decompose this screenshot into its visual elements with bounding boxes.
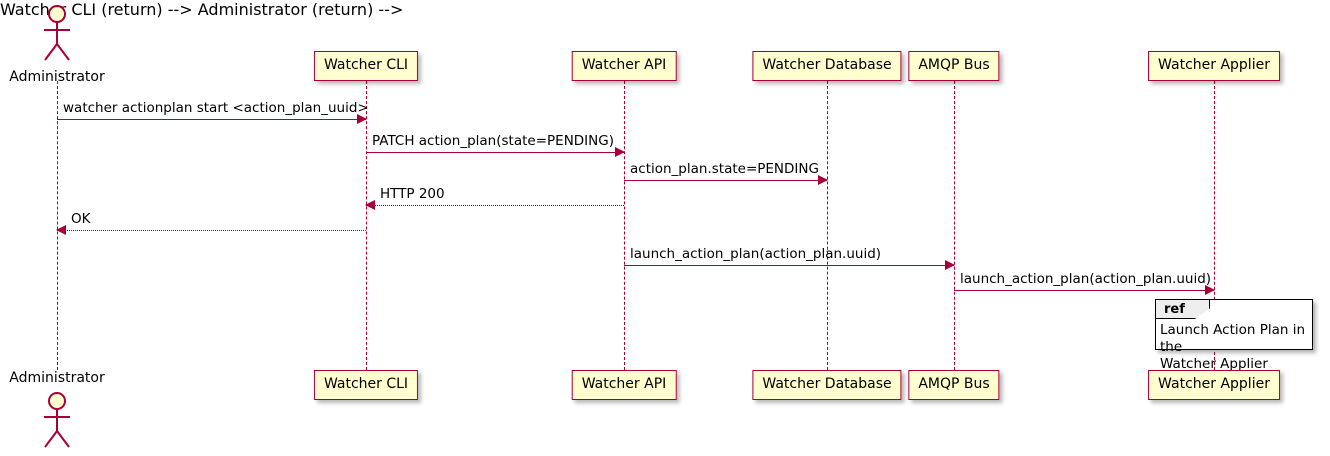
message-label: launch_action_plan(action_plan.uuid) bbox=[960, 271, 1212, 287]
lifeline-watcher-database bbox=[827, 81, 828, 370]
arrowhead-right-icon bbox=[945, 260, 955, 270]
actor-icon bbox=[44, 392, 70, 448]
participant-watcher-database-bottom[interactable]: Watcher Database bbox=[752, 370, 902, 400]
lifeline-watcher-applier bbox=[1214, 81, 1215, 370]
participant-watcher-api-bottom[interactable]: Watcher API bbox=[571, 370, 677, 400]
message-line bbox=[624, 180, 827, 181]
participant-watcher-cli-bottom[interactable]: Watcher CLI bbox=[313, 370, 419, 400]
ref-fragment-text-line-2: Watcher Applier bbox=[1160, 356, 1268, 372]
message-line bbox=[57, 230, 366, 231]
lifeline-amqp-bus bbox=[954, 81, 955, 370]
actor-icon bbox=[44, 5, 70, 61]
participant-watcher-cli-top[interactable]: Watcher CLI bbox=[313, 51, 419, 81]
ref-fragment-keyword: ref bbox=[1156, 300, 1210, 319]
actor-label-administrator-top: Administrator bbox=[9, 69, 105, 85]
lifeline-watcher-api bbox=[624, 81, 625, 370]
message-label: watcher actionplan start <action_plan_uu… bbox=[63, 100, 369, 116]
participant-watcher-api-top[interactable]: Watcher API bbox=[571, 51, 677, 81]
arrowhead-right-icon bbox=[1205, 285, 1215, 295]
message-label: launch_action_plan(action_plan.uuid) bbox=[630, 246, 882, 262]
message-label: action_plan.state=PENDING bbox=[630, 161, 819, 177]
arrowhead-right-icon bbox=[818, 175, 828, 185]
message-label: HTTP 200 bbox=[380, 186, 445, 202]
arrowhead-right-icon bbox=[615, 147, 625, 157]
actor-label-administrator-bottom: Administrator bbox=[9, 370, 105, 386]
message-label: OK bbox=[71, 211, 91, 227]
participant-watcher-applier-bottom[interactable]: Watcher Applier bbox=[1148, 370, 1280, 400]
message-line bbox=[624, 265, 954, 266]
arrowhead-right-icon bbox=[357, 114, 367, 124]
ref-fragment[interactable]: ref Launch Action Plan in the Watcher Ap… bbox=[1155, 299, 1313, 372]
actor-administrator-top bbox=[27, 2, 87, 64]
participant-watcher-applier-top[interactable]: Watcher Applier bbox=[1148, 51, 1280, 81]
message-line bbox=[366, 205, 624, 206]
ref-fragment-text: Launch Action Plan in the Watcher Applie… bbox=[1160, 322, 1308, 373]
message-line bbox=[954, 290, 1214, 291]
arrowhead-left-icon bbox=[56, 225, 66, 235]
message-line bbox=[366, 152, 624, 153]
message-label: PATCH action_plan(state=PENDING) bbox=[372, 133, 614, 149]
arrowhead-left-icon bbox=[365, 200, 375, 210]
lifeline-watcher-cli bbox=[366, 81, 367, 370]
participant-amqp-bus-top[interactable]: AMQP Bus bbox=[908, 51, 1000, 81]
ref-fragment-text-line-1: Launch Action Plan in the bbox=[1160, 322, 1306, 355]
participant-amqp-bus-bottom[interactable]: AMQP Bus bbox=[908, 370, 1000, 400]
actor-administrator-bottom bbox=[27, 389, 87, 451]
message-line bbox=[57, 119, 366, 120]
participant-watcher-database-top[interactable]: Watcher Database bbox=[752, 51, 902, 81]
